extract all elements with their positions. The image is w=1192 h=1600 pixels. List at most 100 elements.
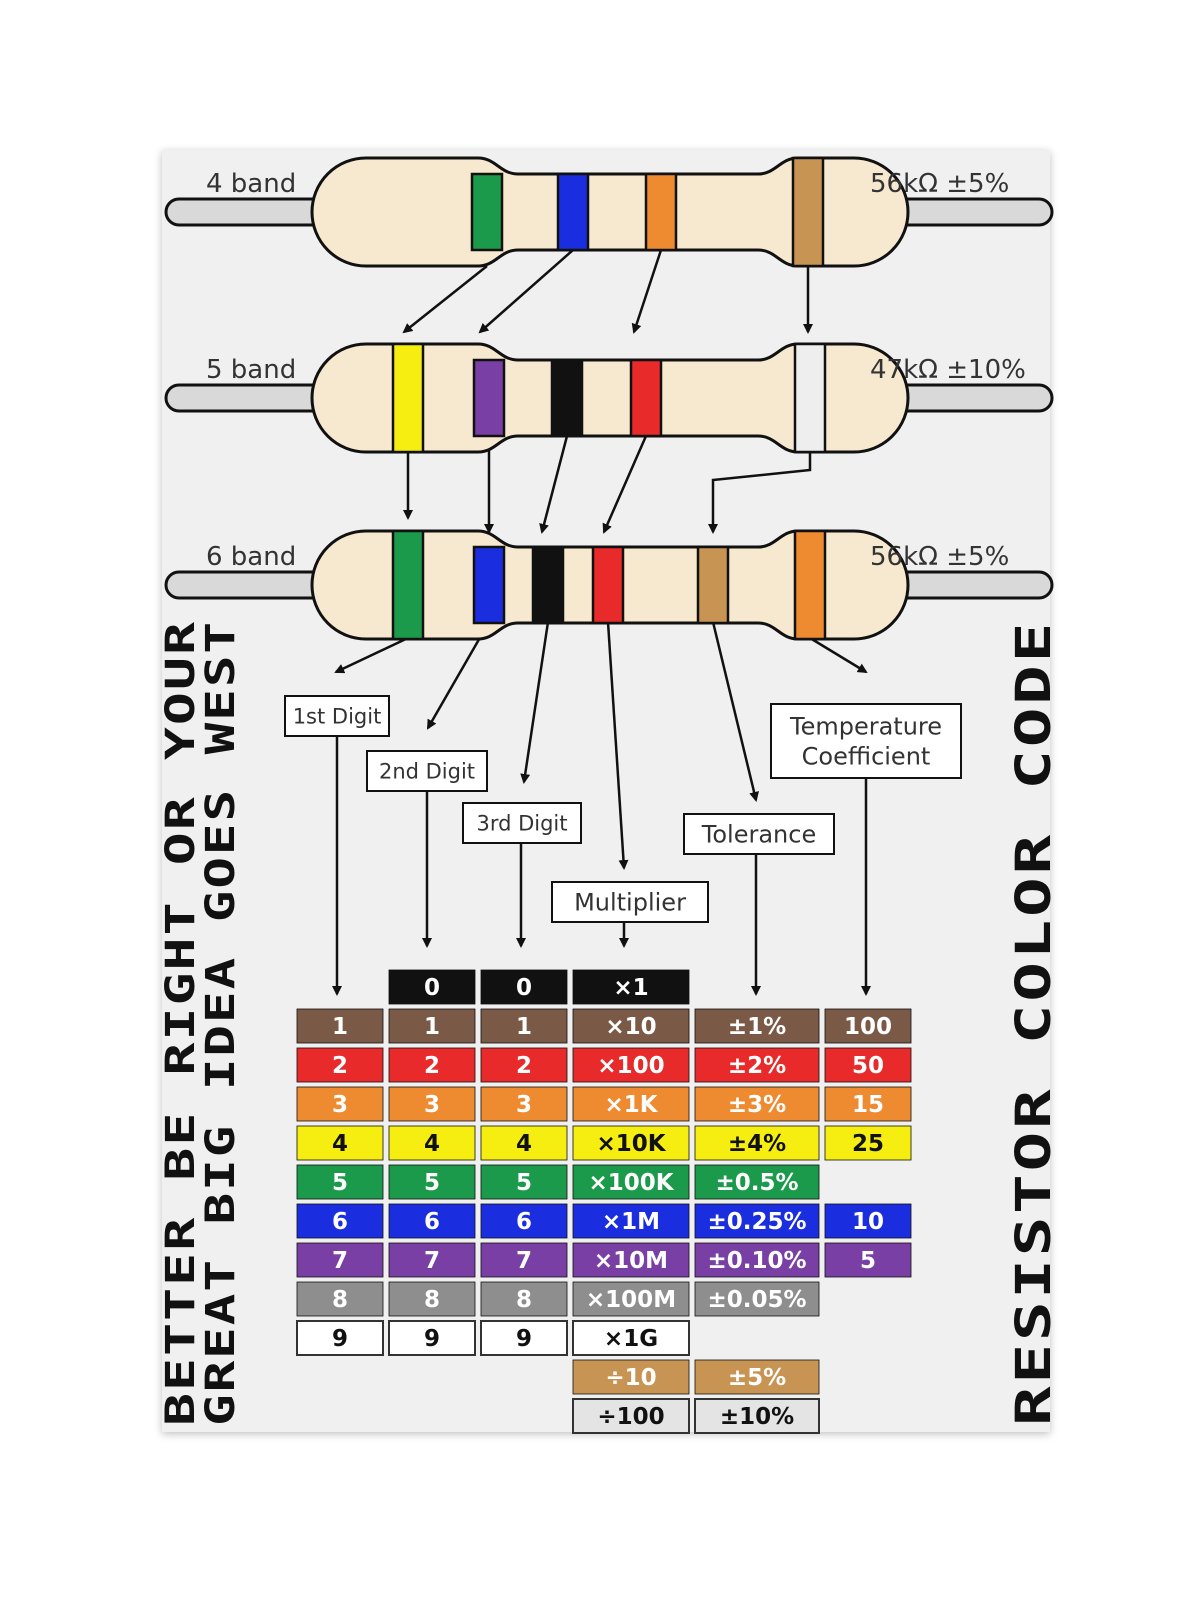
arrow bbox=[711, 621, 759, 802]
cell-text: 4 bbox=[332, 1131, 348, 1157]
band bbox=[531, 545, 565, 625]
table-cell-gray-d0: 8 bbox=[296, 1281, 384, 1317]
cell-bg bbox=[572, 1398, 690, 1434]
band bbox=[470, 172, 504, 252]
cell-bg bbox=[694, 1242, 820, 1278]
label-box bbox=[284, 695, 390, 737]
table-cell-green-multiplier: ×100K bbox=[572, 1164, 690, 1200]
cell-bg bbox=[694, 1086, 820, 1122]
cell-bg bbox=[824, 1125, 912, 1161]
arrow bbox=[520, 621, 550, 784]
table-cell-black-d1: 0 bbox=[388, 969, 476, 1005]
cell-text: 9 bbox=[332, 1326, 348, 1352]
band bbox=[629, 358, 663, 438]
cell-text: ×100M bbox=[586, 1287, 676, 1313]
cell-text: ±0.5% bbox=[715, 1170, 798, 1196]
label-tolerance: Tolerance bbox=[683, 813, 835, 855]
cell-bg bbox=[480, 1281, 568, 1317]
cell-text: 6 bbox=[516, 1209, 532, 1235]
cell-bg bbox=[572, 1164, 690, 1200]
table-cell-violet-tempco: 5 bbox=[824, 1242, 912, 1278]
table-cell-violet-multiplier: ×10M bbox=[572, 1242, 690, 1278]
label-third-digit: 3rd Digit bbox=[462, 802, 582, 844]
cell-bg bbox=[824, 1203, 912, 1239]
cell-text: 1 bbox=[424, 1014, 440, 1040]
cell-text: ÷100 bbox=[597, 1404, 664, 1430]
cell-bg bbox=[572, 1359, 690, 1395]
band bbox=[793, 529, 827, 641]
label-first-digit: 1st Digit bbox=[284, 695, 390, 737]
table-row-silver: ÷100±10% bbox=[572, 1398, 820, 1434]
table-cell-red-d2: 2 bbox=[480, 1047, 568, 1083]
cell-text: ±2% bbox=[728, 1053, 786, 1079]
resistor-label: 4 band bbox=[206, 169, 296, 199]
table-cell-blue-multiplier: ×1M bbox=[572, 1203, 690, 1239]
band bbox=[591, 545, 625, 625]
cell-bg bbox=[388, 1008, 476, 1044]
table-cell-orange-d2: 3 bbox=[480, 1086, 568, 1122]
side-text-left-2: GREAT BIG IDEA GOES WEST bbox=[198, 620, 244, 1426]
cell-text: 9 bbox=[516, 1326, 532, 1352]
table-cell-green-d1: 5 bbox=[388, 1164, 476, 1200]
band bbox=[791, 156, 825, 268]
band bbox=[391, 342, 425, 454]
table-cell-violet-d2: 7 bbox=[480, 1242, 568, 1278]
side-text-left-1: BETTER BE RIGHT OR YOUR bbox=[158, 620, 204, 1426]
table-cell-brown-d0: 1 bbox=[296, 1008, 384, 1044]
cell-bg bbox=[296, 1320, 384, 1356]
cell-text: 4 bbox=[516, 1131, 532, 1157]
cell-bg bbox=[480, 1320, 568, 1356]
cell-bg bbox=[694, 1281, 820, 1317]
cell-bg bbox=[388, 1086, 476, 1122]
cell-text: 6 bbox=[424, 1209, 440, 1235]
cell-bg bbox=[824, 1008, 912, 1044]
cell-text: 8 bbox=[516, 1287, 532, 1313]
table-cell-blue-d1: 6 bbox=[388, 1203, 476, 1239]
cell-bg bbox=[572, 969, 690, 1005]
cell-bg bbox=[296, 1047, 384, 1083]
cell-text: ±5% bbox=[728, 1365, 786, 1391]
table-cell-violet-tolerance: ±0.10% bbox=[694, 1242, 820, 1278]
table-cell-yellow-d0: 4 bbox=[296, 1125, 384, 1161]
cell-bg bbox=[572, 1047, 690, 1083]
cell-text: ×1K bbox=[604, 1092, 658, 1118]
cell-text: ±4% bbox=[728, 1131, 786, 1157]
resistor-body bbox=[310, 156, 910, 268]
table-cell-yellow-tempco: 25 bbox=[824, 1125, 912, 1161]
table-cell-gold-tolerance: ±5% bbox=[694, 1359, 820, 1395]
table-cell-brown-tolerance: ±1% bbox=[694, 1008, 820, 1044]
table-cell-violet-d0: 7 bbox=[296, 1242, 384, 1278]
table-cell-red-tolerance: ±2% bbox=[694, 1047, 820, 1083]
cell-bg bbox=[572, 1203, 690, 1239]
resistor-value: 56kΩ ±5% bbox=[870, 542, 1009, 572]
cell-bg bbox=[480, 969, 568, 1005]
table-cell-gray-multiplier: ×100M bbox=[572, 1281, 690, 1317]
cell-text: ÷10 bbox=[605, 1365, 656, 1391]
cell-bg bbox=[824, 1242, 912, 1278]
label-box bbox=[770, 703, 962, 779]
cell-bg bbox=[388, 1164, 476, 1200]
table-cell-violet-d1: 7 bbox=[388, 1242, 476, 1278]
cell-bg bbox=[824, 1086, 912, 1122]
table-cell-blue-tolerance: ±0.25% bbox=[694, 1203, 820, 1239]
cell-bg bbox=[480, 1203, 568, 1239]
table-cell-white-d1: 9 bbox=[388, 1320, 476, 1356]
side-text-right: RESISTOR COLOR CODE bbox=[1006, 620, 1062, 1426]
label-text: Coefficient bbox=[802, 743, 931, 771]
table-cell-brown-tempco: 100 bbox=[824, 1008, 912, 1044]
label-text: 3rd Digit bbox=[476, 812, 567, 836]
arrow bbox=[402, 265, 488, 334]
band bbox=[556, 172, 590, 252]
cell-bg bbox=[824, 1047, 912, 1083]
cell-text: 7 bbox=[424, 1248, 440, 1274]
table-cell-red-d0: 2 bbox=[296, 1047, 384, 1083]
cell-text: ×10K bbox=[596, 1131, 666, 1157]
cell-text: 8 bbox=[332, 1287, 348, 1313]
band bbox=[391, 529, 425, 641]
